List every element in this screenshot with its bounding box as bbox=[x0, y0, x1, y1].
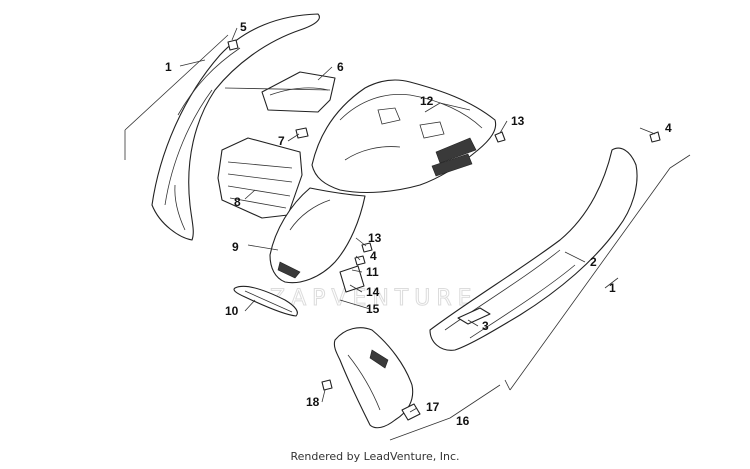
callout-18: 18 bbox=[306, 395, 320, 409]
callout-5: 5 bbox=[240, 20, 247, 34]
part-nose bbox=[269, 187, 366, 284]
callout-1-left: 1 bbox=[165, 60, 172, 74]
part-mesh bbox=[233, 285, 298, 317]
callout-7: 7 bbox=[278, 134, 285, 148]
callout-4-mid: 4 bbox=[370, 249, 377, 263]
watermark-text: ZAPVENTURE bbox=[270, 286, 478, 311]
callout-16: 16 bbox=[456, 414, 470, 428]
leader-lines bbox=[124, 27, 691, 441]
callout-4-right: 4 bbox=[665, 121, 672, 135]
callout-13-top: 13 bbox=[511, 114, 525, 128]
part-front-hood bbox=[311, 79, 497, 193]
part-belly-pan bbox=[333, 327, 414, 429]
callout-1-right: 1 bbox=[609, 281, 616, 295]
callout-2: 2 bbox=[590, 255, 597, 269]
callout-8: 8 bbox=[234, 195, 241, 209]
part-top-panel bbox=[261, 71, 336, 113]
part-right-side-panel bbox=[429, 147, 638, 351]
callout-13-mid: 13 bbox=[368, 231, 382, 245]
callout-11: 11 bbox=[366, 265, 379, 279]
footer-credit: Rendered by LeadVenture, Inc. bbox=[290, 450, 460, 463]
callout-3: 3 bbox=[482, 319, 489, 333]
callout-10: 10 bbox=[225, 304, 239, 318]
callout-15: 15 bbox=[366, 302, 380, 316]
callout-9: 9 bbox=[232, 240, 239, 254]
hardware-items bbox=[227, 39, 661, 421]
part-left-side-panel bbox=[151, 13, 320, 241]
part-vent-grille bbox=[217, 137, 303, 219]
callout-12: 12 bbox=[420, 94, 434, 108]
callout-17: 17 bbox=[426, 400, 440, 414]
callout-6: 6 bbox=[337, 60, 344, 74]
callout-14: 14 bbox=[366, 285, 380, 299]
callout-labels: 1 5 6 7 8 9 10 12 13 4 13 4 11 14 15 2 1… bbox=[165, 20, 672, 428]
